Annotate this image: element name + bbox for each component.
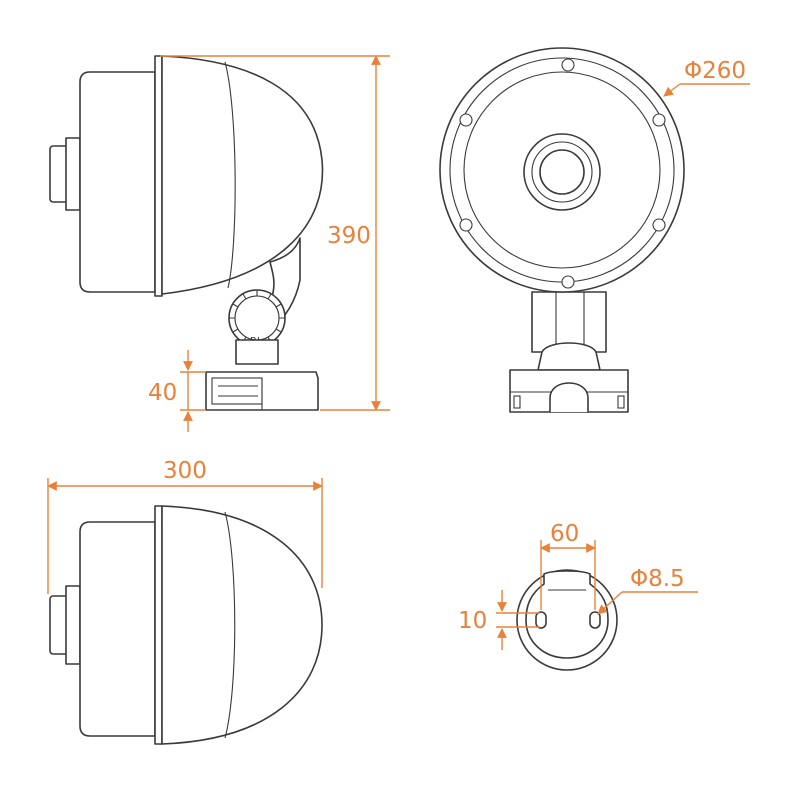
front-view xyxy=(439,47,685,413)
base-height-label: 40 xyxy=(148,380,177,406)
length-total-label: 300 xyxy=(163,458,207,484)
dimension-height-total: 390 xyxy=(160,55,390,411)
dimension-hole-diameter: Φ8.5 xyxy=(597,566,698,615)
hole-diameter-label: Φ8.5 xyxy=(630,566,685,592)
side-view: RJ xyxy=(49,55,324,411)
slot-spacing-label: 60 xyxy=(550,521,579,547)
diameter-head-label: Φ260 xyxy=(684,58,746,84)
dimension-base-height: 40 xyxy=(148,350,206,432)
dimension-slot-width: 10 xyxy=(458,590,540,650)
flange-screws xyxy=(459,58,666,289)
dimension-diameter-head: Φ260 xyxy=(663,58,750,97)
slot-width-label: 10 xyxy=(458,608,487,634)
base-view xyxy=(516,569,618,671)
dimension-slot-spacing: 60 xyxy=(540,521,596,610)
height-total-label: 390 xyxy=(327,223,371,249)
top-view xyxy=(49,505,323,745)
dimension-length-total: 300 xyxy=(47,458,323,594)
